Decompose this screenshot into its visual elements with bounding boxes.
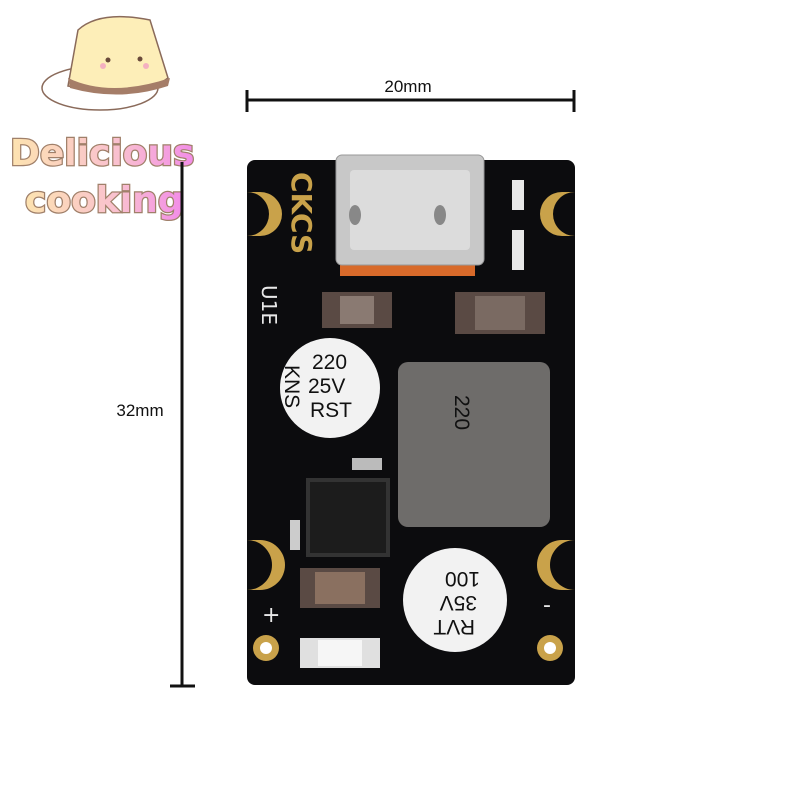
capacitor-220uf: 220 25V RST KNS <box>280 338 380 438</box>
cap-top-voltage: 25V <box>308 375 345 398</box>
logo-line1: Delicious <box>10 133 194 174</box>
capacitor-100uf: RVT 35V 100 <box>403 548 507 652</box>
cap-bottom-voltage: 35V <box>440 591 477 614</box>
width-dimension: 20mm <box>245 77 576 112</box>
cap-top-series: RST <box>310 399 352 422</box>
cap-bottom-value: 100 <box>445 567 480 590</box>
logo-line2: cooking <box>25 180 183 221</box>
ic-chip <box>306 478 390 557</box>
brand-label: CKCS <box>285 172 318 254</box>
logo: Delicious cooking <box>9 15 196 222</box>
cap-top-brand: KNS <box>280 365 303 408</box>
inductor-value: 220 <box>450 395 473 430</box>
height-dimension: 32mm <box>116 162 195 688</box>
usb-c-connector <box>335 154 485 276</box>
cap-bottom-series: RVT <box>433 615 475 638</box>
plus-label: + <box>262 603 280 628</box>
height-label: 32mm <box>116 401 163 420</box>
inductor: 220 <box>398 362 550 527</box>
minus-label: - <box>543 593 551 618</box>
width-label: 20mm <box>384 77 431 96</box>
pcb-board: CKCS U1E 220 25V RST KNS 220 RVT <box>247 154 575 685</box>
cap-top-value: 220 <box>312 351 347 374</box>
model-label: U1E <box>257 285 281 325</box>
